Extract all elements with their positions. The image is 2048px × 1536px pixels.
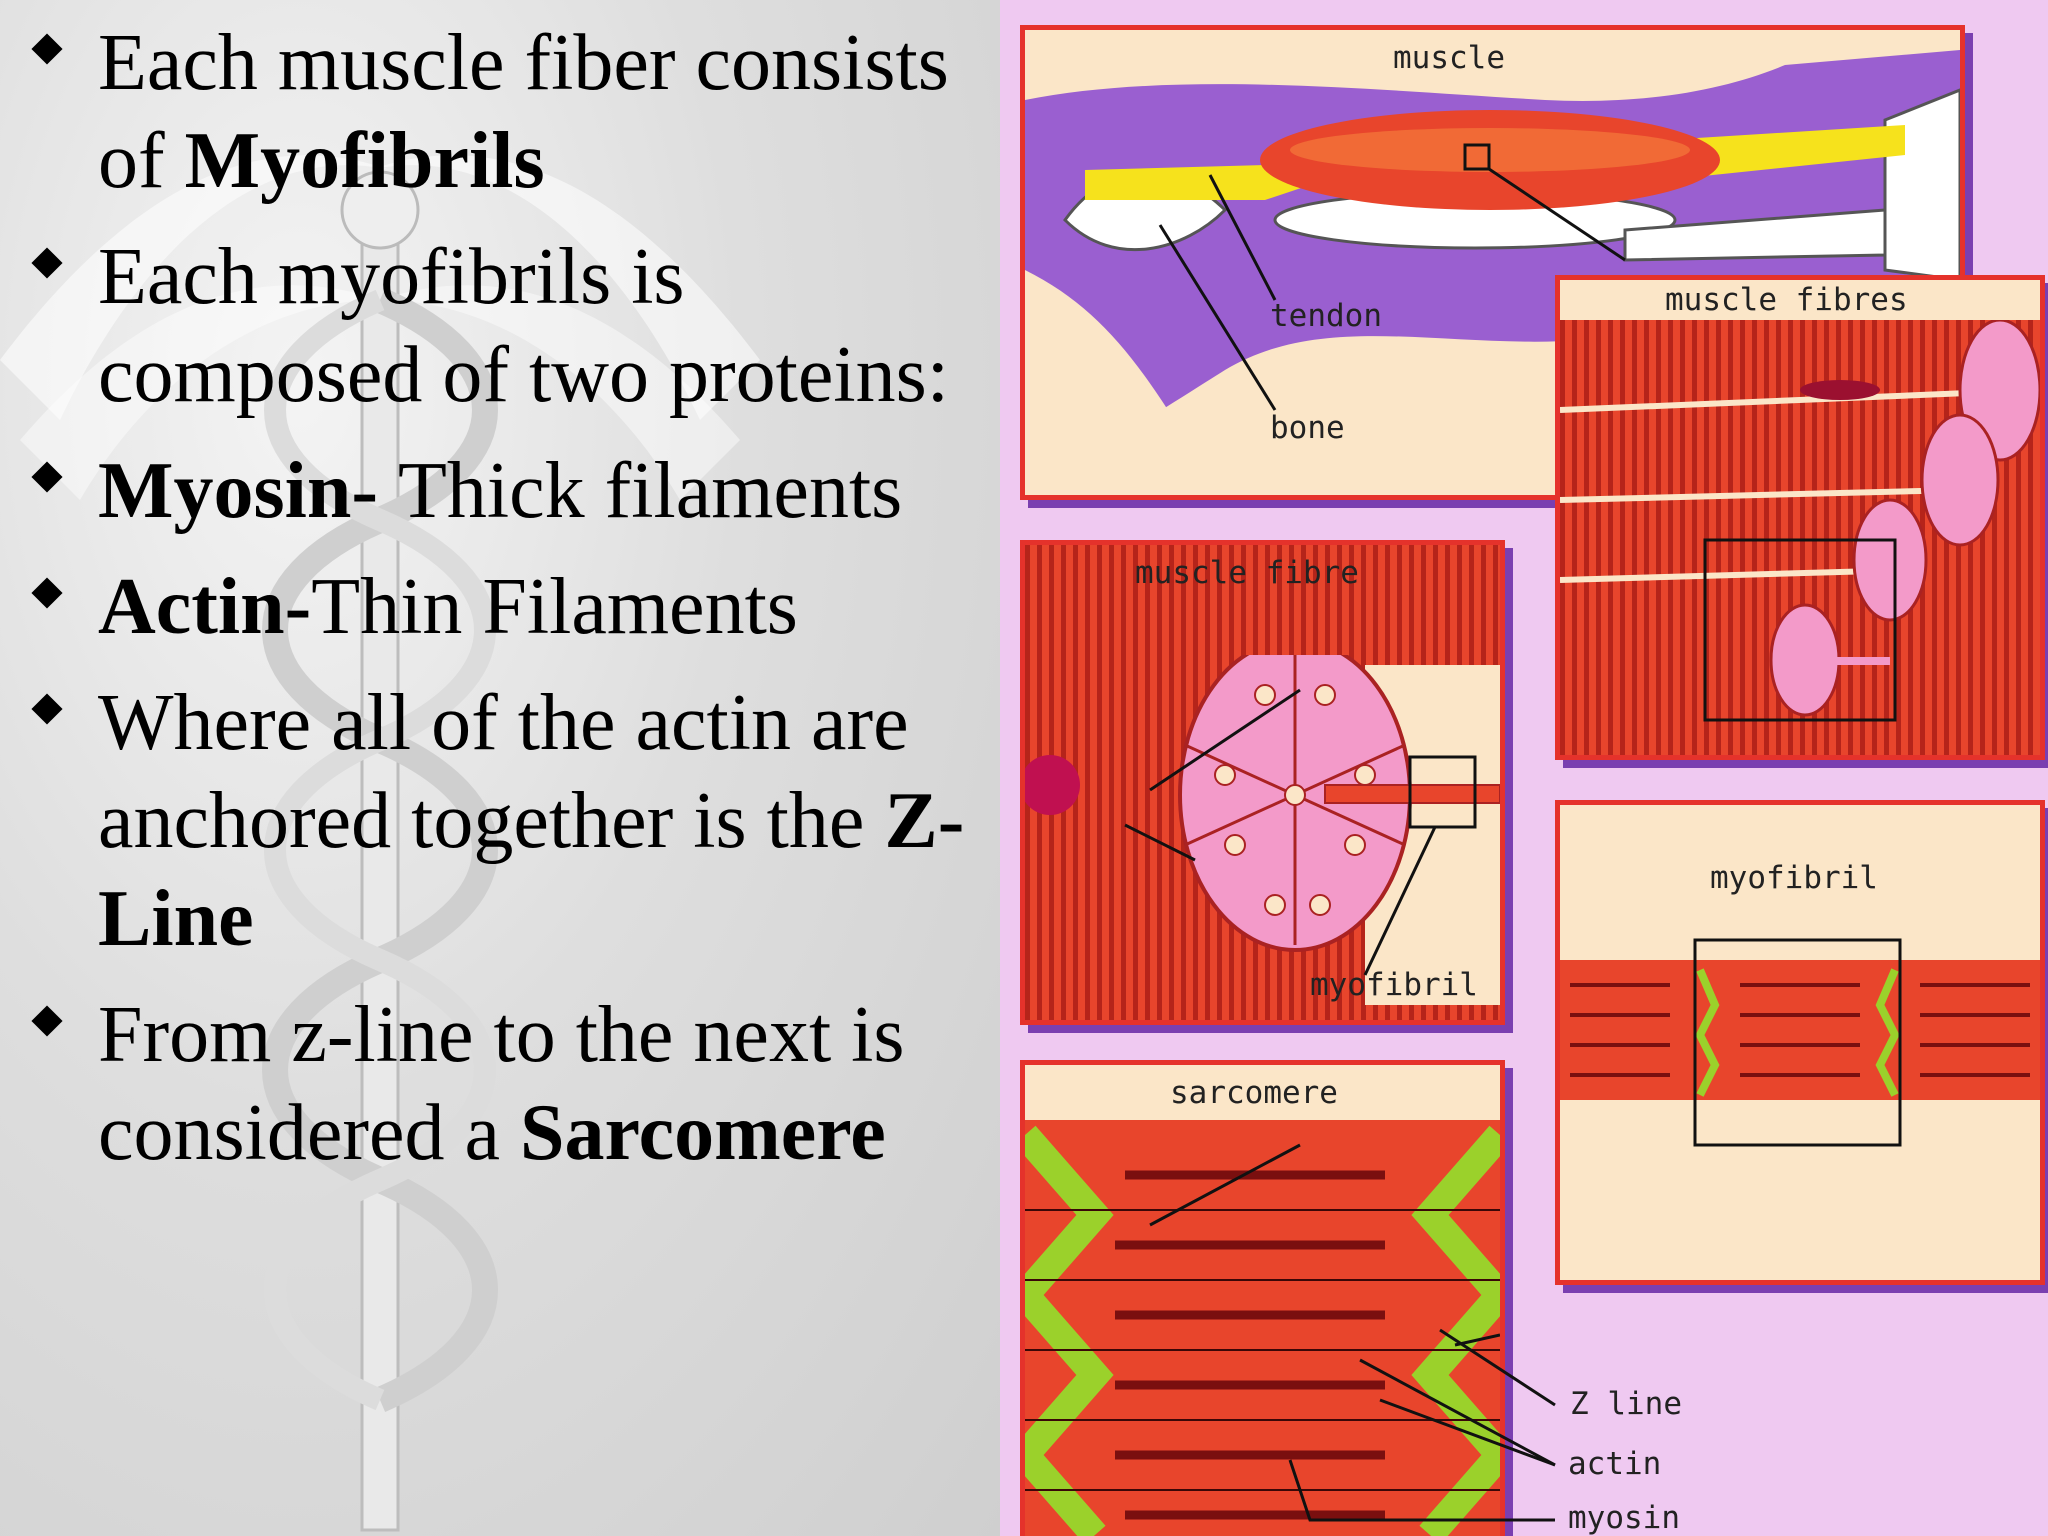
bullet-bold-text: Z-Line — [98, 777, 965, 963]
sarcomere-panel: sarcomere — [1020, 1060, 1505, 1536]
bullet-diamond-icon — [31, 1005, 63, 1037]
bullet-bold-text: Actin- — [98, 563, 312, 651]
bullet-item: Where all of the actin are anchored toge… — [26, 674, 986, 968]
bullet-bold-text: Sarcomere — [520, 1089, 886, 1177]
actin-callout: actin — [1568, 1446, 1662, 1482]
bullet-text: Each muscle fiber consists of — [98, 19, 949, 205]
bullet-text: Thick filaments — [398, 447, 903, 535]
muscle-fibre-label: muscle fibre — [1135, 555, 1359, 591]
myofibril-pointer-label: myofibril — [1310, 967, 1478, 1003]
bullet-text: From z-line to the next is considered a — [98, 991, 905, 1177]
muscle-arm-illustration — [1025, 30, 1960, 470]
bullet-item: From z-line to the next is considered a … — [26, 986, 986, 1182]
myofibril-panel: myofibril — [1555, 800, 2045, 1285]
caduceus-watermark-icon — [0, 155, 760, 1532]
bullet-item: Actin-Thin Filaments — [26, 558, 986, 656]
bullet-diamond-icon — [31, 693, 63, 725]
bullet-text: Where all of the actin are anchored toge… — [98, 679, 909, 865]
bullet-bold-text: Myosin- — [98, 447, 398, 535]
myofibril-title-label: myofibril — [1710, 860, 1878, 896]
bullet-text: Each myofibrils is composed of two prote… — [98, 233, 949, 419]
muscle-fibres-illustration — [1560, 280, 2040, 755]
muscle-label: muscle — [1393, 40, 1505, 76]
sarcomere-label: sarcomere — [1170, 1075, 1338, 1111]
slide-background — [0, 0, 1000, 1536]
sarcomere-illustration — [1025, 1120, 1500, 1536]
bullet-item: Each myofibrils is composed of two prote… — [26, 228, 986, 424]
myosin-callout: myosin — [1568, 1500, 1680, 1536]
bullet-diamond-icon — [31, 577, 63, 609]
z-line-callout: Z line — [1570, 1386, 1682, 1422]
bullet-list: Each muscle fiber consists of Myofibrils… — [26, 14, 986, 1200]
bullet-diamond-icon — [31, 461, 63, 493]
bullet-item: Each muscle fiber consists of Myofibrils — [26, 14, 986, 210]
myofibril-illustration — [1560, 938, 2040, 1147]
bullet-bold-text: Myofibrils — [184, 117, 545, 205]
muscle-fibres-panel: muscle fibres — [1555, 275, 2045, 760]
muscle-fibre-illustration — [1025, 545, 1500, 1020]
bullet-text: Thin Filaments — [311, 563, 798, 651]
bullet-item: Myosin- Thick filaments — [26, 442, 986, 540]
bone-label: bone — [1270, 410, 1345, 446]
muscle-fibre-panel: muscle fibre myofibril — [1020, 540, 1505, 1025]
muscle-structure-diagram: muscle tendon bone — [1000, 0, 2048, 1536]
bullet-diamond-icon — [31, 247, 63, 279]
muscle-fibres-label: muscle fibres — [1665, 282, 1908, 318]
bullet-diamond-icon — [31, 33, 63, 65]
tendon-label: tendon — [1270, 298, 1382, 334]
muscle-panel: muscle tendon bone — [1020, 25, 1965, 500]
